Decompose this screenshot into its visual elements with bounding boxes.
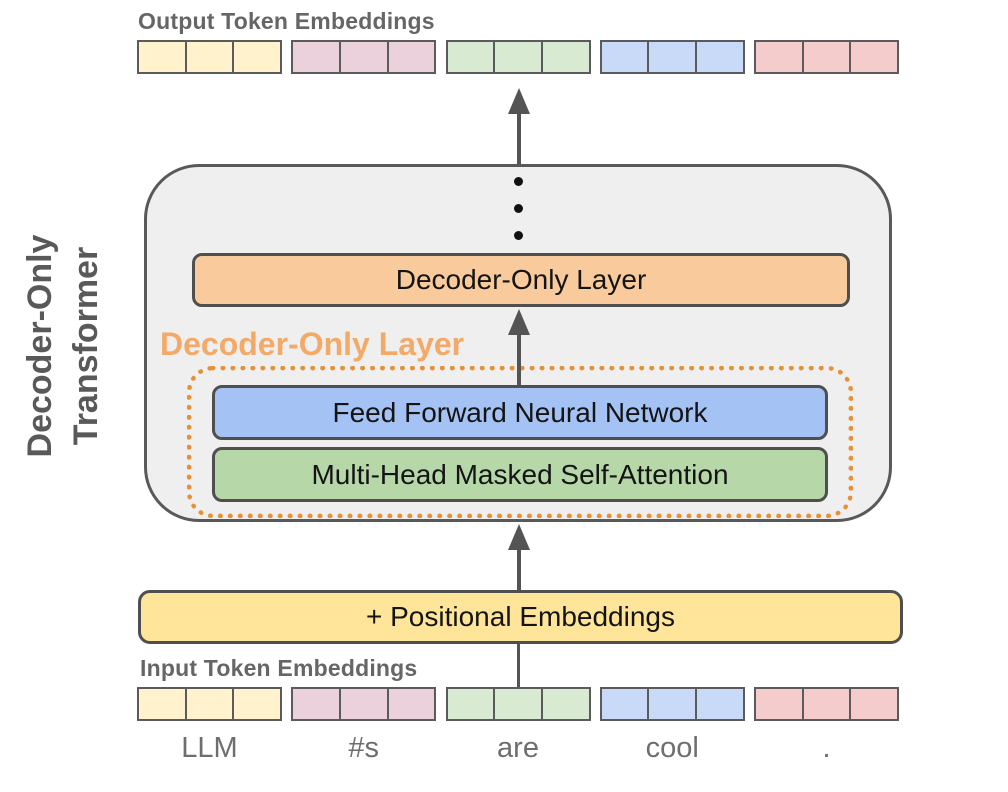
embedding-cell	[447, 689, 496, 719]
embedding-cell	[851, 42, 898, 72]
embedding-cell	[234, 689, 281, 719]
up-arrow-line-container	[517, 546, 521, 590]
embedding-strip	[445, 40, 591, 74]
embedding-cell	[139, 689, 187, 719]
embedding-cell	[186, 689, 235, 719]
embedding-cell	[293, 42, 341, 72]
feed-forward-box: Feed Forward Neural Network	[212, 385, 828, 440]
diagram-title-line2: Transformer	[66, 246, 105, 446]
embedding-cell	[697, 42, 743, 72]
embedding-strip	[137, 40, 282, 74]
output-embedding-strips	[137, 40, 899, 74]
embedding-cell	[495, 689, 543, 719]
embedding-cell	[697, 689, 743, 719]
embedding-cell	[649, 42, 698, 72]
masked-self-attention-box: Multi-Head Masked Self-Attention	[212, 447, 828, 502]
ellipsis-dot	[514, 204, 523, 213]
embedding-cell	[139, 42, 187, 72]
embedding-cell	[756, 42, 804, 72]
input-embeddings-label: Input Token Embeddings	[140, 655, 418, 681]
embedding-cell	[293, 689, 341, 719]
positional-embeddings-box: + Positional Embeddings	[138, 590, 903, 644]
up-arrow-head-container	[508, 524, 530, 550]
embedding-strip	[599, 40, 745, 74]
embedding-strip	[754, 40, 899, 74]
embedding-cell	[495, 42, 543, 72]
embedding-cell	[340, 689, 389, 719]
input-connector-line	[517, 644, 520, 688]
embedding-strip	[137, 687, 282, 721]
embedding-cell	[388, 689, 435, 719]
embedding-cell	[601, 689, 650, 719]
embedding-cell	[803, 689, 852, 719]
token-label: .	[822, 732, 831, 764]
input-embedding-strips	[137, 687, 899, 721]
embedding-strip	[291, 40, 437, 74]
embedding-cell	[851, 689, 898, 719]
ellipsis-dot	[514, 177, 523, 186]
diagram-title-line1: Decoder-Only	[21, 234, 59, 458]
embedding-cell	[542, 42, 589, 72]
token-word-row: LLM #s are cool.	[137, 732, 899, 772]
output-embeddings-label: Output Token Embeddings	[138, 8, 435, 34]
token-label: cool	[645, 732, 699, 764]
embedding-cell	[601, 42, 650, 72]
embedding-strip	[445, 687, 591, 721]
embedding-cell	[649, 689, 698, 719]
embedding-strip	[599, 687, 745, 721]
embedding-cell	[340, 42, 389, 72]
up-arrow-head-output	[508, 88, 530, 114]
embedding-cell	[756, 689, 804, 719]
up-arrow-line-output	[517, 110, 521, 164]
diagram-title: Decoder-Only Transformer	[18, 166, 130, 526]
embedding-cell	[234, 42, 281, 72]
embedding-cell	[803, 42, 852, 72]
decoder-only-layer-box: Decoder-Only Layer	[192, 253, 850, 307]
embedding-strip	[291, 687, 437, 721]
up-arrow-line-layer	[517, 331, 521, 385]
embedding-cell	[388, 42, 435, 72]
decoder-only-layer-caption: Decoder-Only Layer	[160, 326, 465, 362]
token-label: #s	[348, 732, 380, 764]
token-label: LLM	[181, 732, 238, 764]
embedding-cell	[447, 42, 496, 72]
ellipsis-dot	[514, 231, 523, 240]
embedding-strip	[754, 687, 899, 721]
embedding-cell	[186, 42, 235, 72]
embedding-cell	[542, 689, 589, 719]
up-arrow-head-layer	[508, 309, 530, 335]
token-label: are	[497, 732, 539, 764]
